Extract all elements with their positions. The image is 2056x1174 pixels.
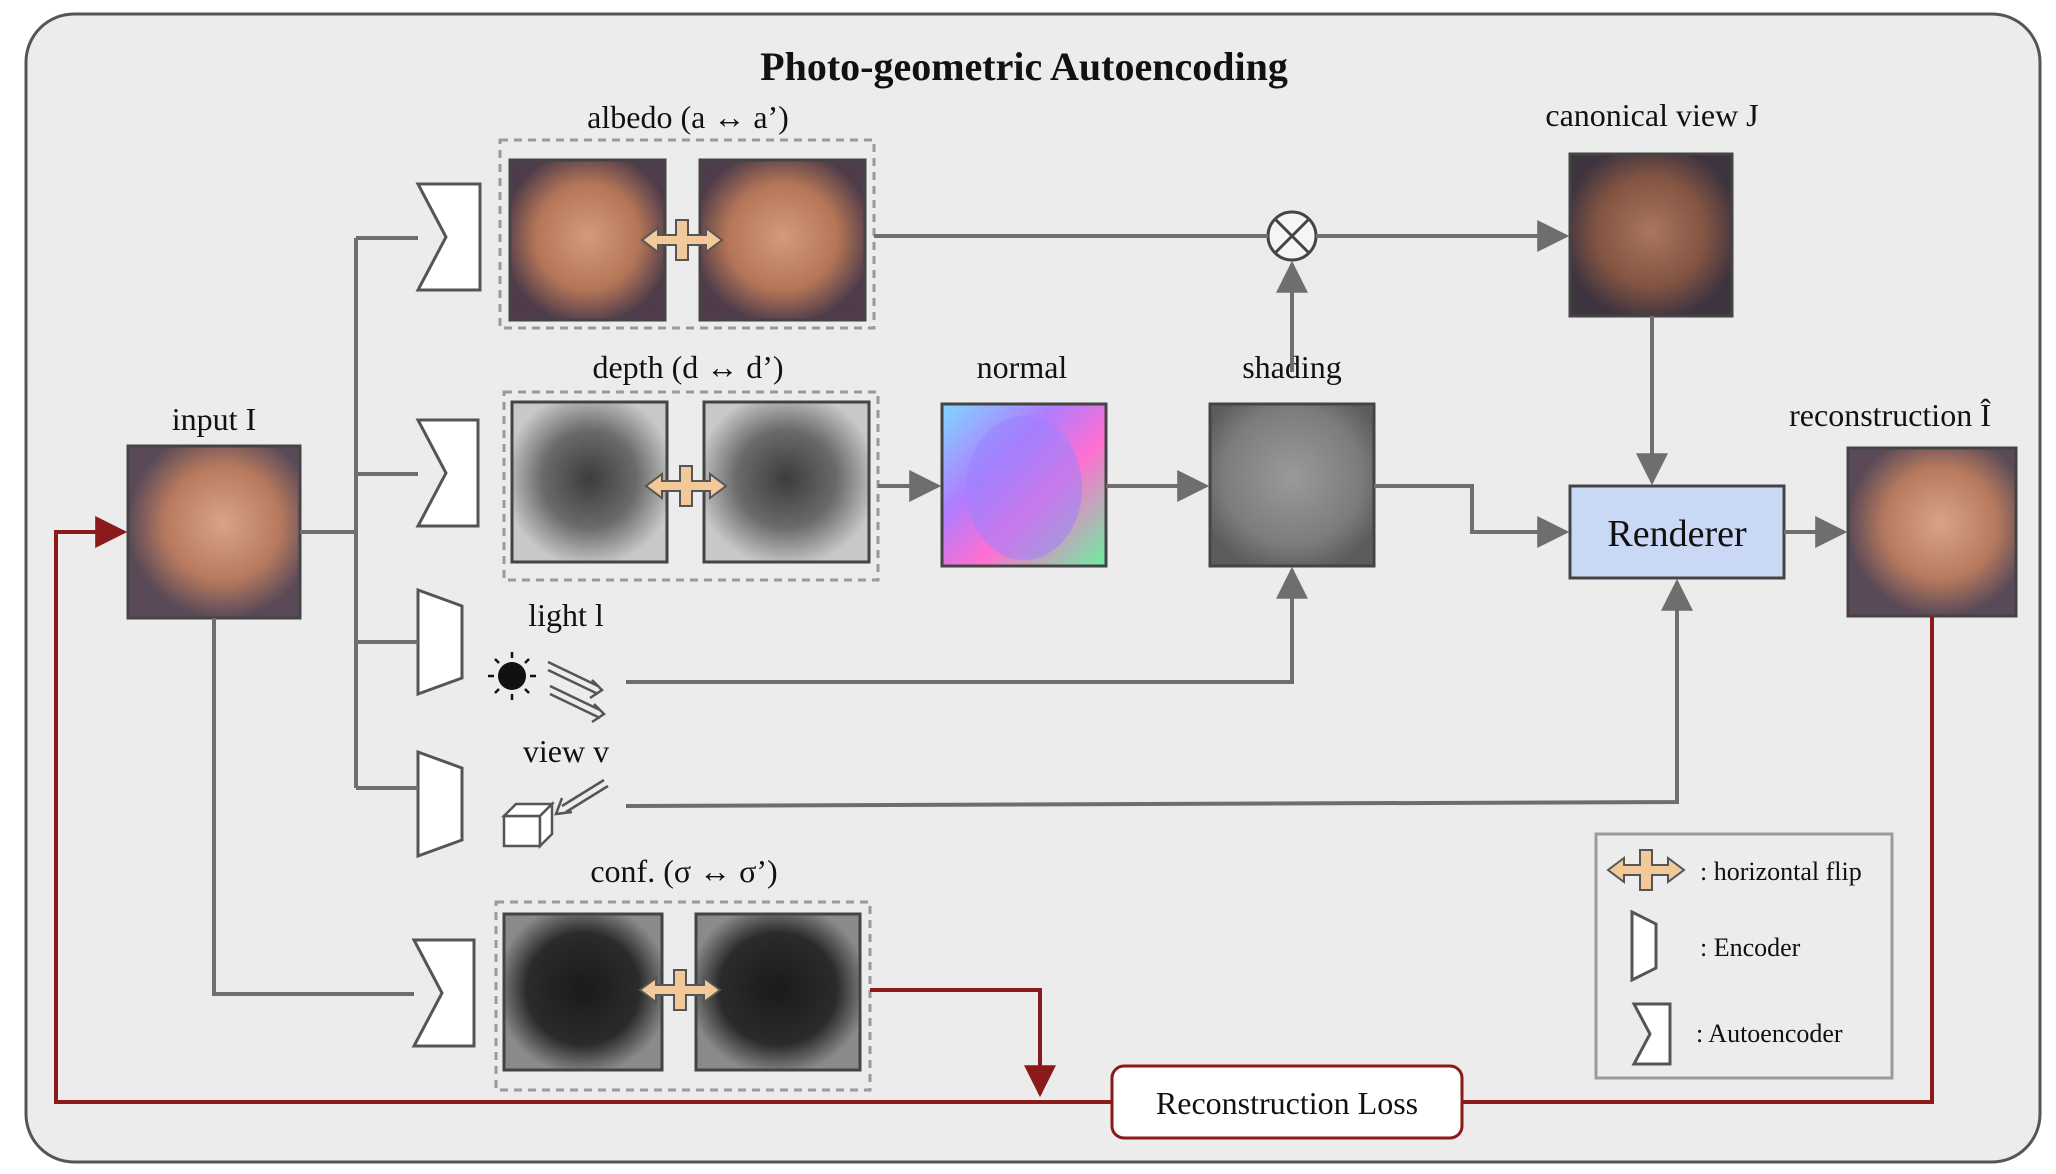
diagram-title: Photo-geometric Autoencoding — [760, 44, 1288, 89]
cube-icon — [500, 800, 556, 850]
input-label: input I — [172, 401, 256, 437]
gray-connectors — [212, 236, 418, 996]
renderer-box — [1568, 484, 1786, 580]
red-connectors — [54, 516, 1934, 1104]
reconstruction-label: reconstruction Î — [1789, 397, 1991, 433]
view-label: view v — [523, 733, 609, 769]
shading-image — [1208, 402, 1376, 568]
depth-label: depth (d ↔ d’) — [592, 349, 783, 385]
conf-dashed-group — [494, 900, 872, 1092]
light-encoder-icon — [416, 587, 464, 697]
light-label: light l — [528, 597, 604, 633]
conf-image-sigma-flipped — [694, 912, 862, 1072]
flip-icon — [638, 969, 722, 1011]
legend-flip-icon — [1606, 849, 1686, 891]
albedo-image-a-flipped — [698, 158, 867, 322]
depth-autoencoder-icon — [415, 418, 480, 528]
conf-image-sigma — [502, 912, 664, 1072]
legend-encoder-icon — [1630, 909, 1658, 983]
legend-flip-text: : horizontal flip — [1700, 857, 1862, 886]
conf-label: conf. (σ ↔ σ’) — [590, 853, 777, 889]
flip-icon — [640, 219, 724, 261]
reconstruction-image — [1846, 446, 2018, 618]
view-encoder-icon — [416, 749, 464, 859]
conf-autoencoder-icon — [411, 938, 476, 1048]
input-image — [126, 444, 302, 620]
renderer-label: Renderer — [1607, 513, 1747, 555]
normal-face-shape — [966, 416, 1082, 560]
multiply-icon — [1266, 210, 1318, 262]
albedo-autoencoder-icon — [415, 182, 482, 292]
gray-arrows — [625, 220, 1848, 808]
normal-label: normal — [977, 349, 1068, 385]
depth-image-d — [510, 400, 669, 564]
legend-autoencoder-text: : Autoencoder — [1696, 1019, 1843, 1048]
albedo-image-a — [508, 158, 667, 322]
reconstruction-loss-label: Reconstruction Loss — [1156, 1085, 1418, 1121]
view-arrow-icon — [554, 778, 609, 816]
depth-image-d-flipped — [702, 400, 871, 564]
canonical-view-label: canonical view J — [1545, 97, 1758, 133]
light-rays-icon — [547, 660, 606, 724]
canonical-view-image — [1568, 152, 1734, 318]
legend-encoder-text: : Encoder — [1700, 933, 1801, 962]
albedo-label: albedo (a ↔ a’) — [587, 99, 789, 135]
flip-icon — [644, 465, 728, 507]
legend-autoencoder-icon — [1631, 1002, 1672, 1066]
sun-icon — [488, 652, 536, 700]
